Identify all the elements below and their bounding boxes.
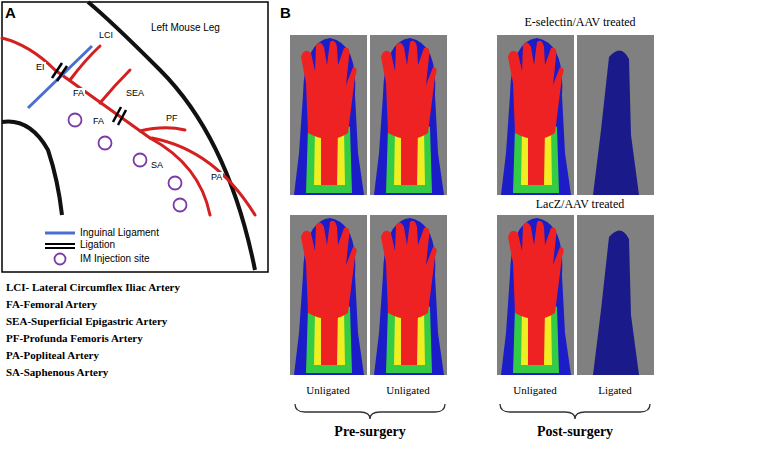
group-title: LacZ/AAV treated (536, 198, 625, 212)
artery-label: PF (165, 113, 179, 123)
artery-label: SA (150, 160, 164, 170)
panel-letter: B (280, 4, 291, 21)
abbreviation: PA-Popliteal Artery (6, 349, 99, 362)
column-label: Unligated (386, 384, 429, 397)
phase-label: Pre-surgery (334, 424, 405, 440)
abbreviation: SA-Saphenous Artery (6, 366, 108, 379)
phase-label: Post-surgery (537, 424, 613, 440)
legend-text: Inguinal Ligament (80, 227, 159, 239)
artery-label: PA (210, 172, 223, 182)
abbreviation: FA-Femoral Artery (6, 298, 97, 311)
abbreviation: LCI- Lateral Circumflex Iliac Artery (6, 281, 180, 294)
column-label: Unligated (306, 384, 349, 397)
legend-text: Ligation (80, 239, 115, 251)
abbreviation: PF-Profunda Femoris Artery (6, 332, 143, 345)
artery-label: EI (35, 62, 46, 72)
panel-letter: A (5, 4, 16, 21)
column-label: Unligated (513, 384, 556, 397)
column-label: Ligated (598, 384, 632, 397)
artery-label: FA (92, 116, 105, 126)
artery-label: FA (72, 88, 85, 98)
leg-label: Left Mouse Leg (150, 22, 221, 34)
legend-text: IM Injection site (80, 253, 149, 265)
abbreviation: SEA-Superficial Epigastric Artery (6, 315, 167, 328)
artery-label: LCI (98, 30, 114, 40)
artery-label: SEA (125, 88, 145, 98)
group-title: E-selectin/AAV treated (524, 16, 635, 30)
